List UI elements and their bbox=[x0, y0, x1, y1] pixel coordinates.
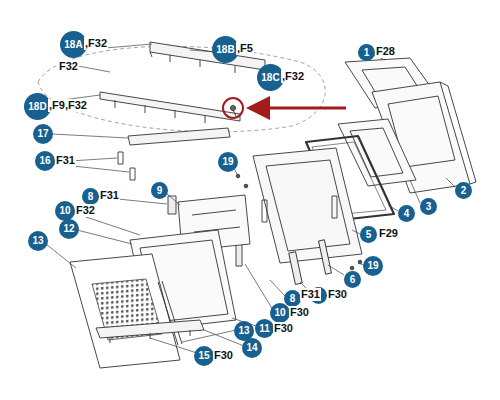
part-code: F30 bbox=[273, 322, 294, 335]
callout-number: 10 bbox=[55, 201, 75, 221]
part-code: ,F32 bbox=[281, 70, 305, 83]
part-code: F31 bbox=[99, 189, 120, 202]
callout-number: 16 bbox=[35, 151, 55, 171]
part-code: F32 bbox=[58, 60, 79, 73]
callout-number: 15 bbox=[194, 346, 214, 366]
callout-number: 13 bbox=[28, 231, 48, 251]
part-code: F30 bbox=[289, 306, 310, 319]
callout-number: 18C bbox=[257, 64, 284, 91]
callout-number: 8 bbox=[284, 290, 301, 307]
part-code: ,F9,F32 bbox=[48, 99, 88, 112]
part-code: ,F5 bbox=[236, 42, 254, 55]
callout-number: 19 bbox=[218, 152, 238, 172]
callout-number: 8 bbox=[82, 188, 99, 205]
callout-number: 9 bbox=[151, 182, 168, 199]
part-code: F31 bbox=[300, 288, 321, 301]
part-code: F29 bbox=[378, 227, 399, 240]
callout-number: 10 bbox=[270, 303, 290, 323]
callout-number: 11 bbox=[255, 319, 274, 338]
callout-number: 12 bbox=[59, 219, 79, 239]
callout-number: 2 bbox=[455, 182, 472, 199]
part-code: F32 bbox=[75, 204, 96, 217]
part-code: F28 bbox=[375, 45, 396, 58]
part-code: ,F32 bbox=[84, 37, 108, 50]
callout-number: 1 bbox=[358, 44, 375, 61]
callout-number: 6 bbox=[344, 271, 361, 288]
callout-number: 5 bbox=[360, 226, 377, 243]
part-code: F30 bbox=[327, 288, 348, 301]
callout-number: 17 bbox=[33, 124, 53, 144]
callout-number: 19 bbox=[363, 256, 383, 276]
callout-number: 4 bbox=[398, 205, 415, 222]
callout-number: 18B bbox=[212, 36, 239, 63]
callout-number: 14 bbox=[242, 338, 262, 358]
part-code: F31 bbox=[55, 154, 76, 167]
callout-number: 18A bbox=[60, 31, 87, 58]
callout-number: 3 bbox=[420, 198, 437, 215]
callout-number: 18D bbox=[24, 93, 51, 120]
part-code: F30 bbox=[213, 349, 234, 362]
